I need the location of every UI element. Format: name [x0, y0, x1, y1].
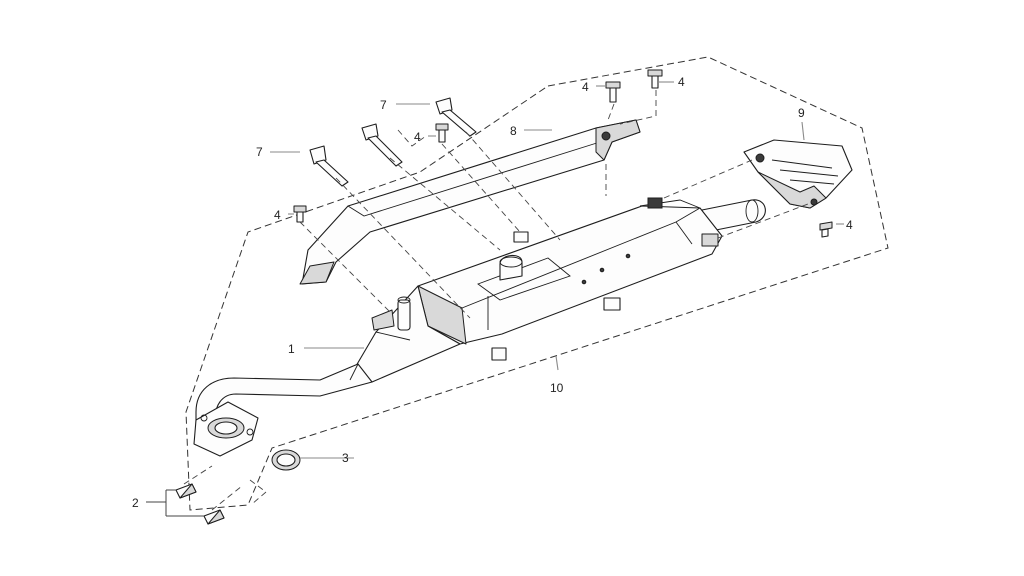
- callout-8: 8: [510, 124, 517, 138]
- callout-4-top-left: 4: [582, 80, 589, 94]
- callout-4-right: 4: [846, 218, 853, 232]
- callout-4-top-right: 4: [678, 75, 685, 89]
- exhaust-flange: [193, 401, 259, 457]
- assembly-guide-lines: [183, 90, 809, 511]
- exhaust-gasket: [271, 449, 301, 471]
- tail-pipe: [701, 199, 766, 233]
- screw-d: [293, 205, 307, 223]
- long-bolt-left: [309, 145, 349, 187]
- leader-lines: [146, 81, 844, 517]
- long-bolts: [309, 97, 477, 187]
- exhaust-pipe: [193, 363, 373, 457]
- long-bolt-right: [435, 97, 477, 137]
- callout-7-lower: 7: [256, 145, 263, 159]
- callout-10: 10: [550, 381, 564, 395]
- callout-3: 3: [342, 451, 349, 465]
- callout-labels: 1 2 3 4 4 4 4 4 7 7 8 9 10: [132, 75, 853, 510]
- callout-4-middle: 4: [414, 130, 421, 144]
- heat-shield-bracket: [299, 119, 641, 285]
- long-bolt-middle: [361, 123, 403, 167]
- callout-7-upper: 7: [380, 98, 387, 112]
- screw-b: [647, 69, 663, 89]
- screw-e: [819, 221, 833, 238]
- assembly-boundary: [185, 56, 889, 511]
- heat-guard: [743, 139, 853, 209]
- callout-9: 9: [798, 106, 805, 120]
- stud-bolts: [175, 483, 225, 525]
- bracket-mount-hole: [601, 131, 611, 141]
- callout-1: 1: [288, 342, 295, 356]
- callout-4-left: 4: [274, 208, 281, 222]
- small-screws: [293, 69, 833, 238]
- screw-c: [435, 123, 449, 143]
- screw-a: [605, 81, 621, 103]
- callout-2: 2: [132, 496, 139, 510]
- muffler-body: [417, 197, 723, 361]
